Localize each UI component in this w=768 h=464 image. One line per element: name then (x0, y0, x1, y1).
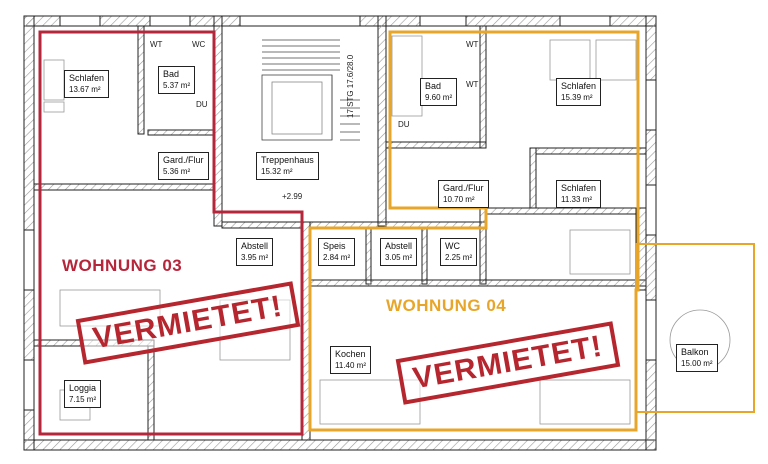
room-area: 9.60 m² (425, 93, 453, 102)
stair-annotation: 17 STG 17.6/28.0 (346, 54, 355, 118)
room-abstell-03: Abstell 3.95 m² (236, 238, 274, 266)
wt-label-right-2: WT (466, 80, 479, 89)
room-area: 2.84 m² (323, 253, 351, 262)
room-area: 7.15 m² (69, 395, 97, 404)
wt-label-right: WT (466, 40, 479, 49)
room-name: WC (445, 241, 460, 251)
room-area: 5.37 m² (163, 81, 191, 90)
room-bad-03: Bad 5.37 m² (158, 66, 196, 94)
room-schlafen-04b: Schlafen 11.33 m² (556, 180, 602, 208)
room-area: 11.33 m² (561, 195, 592, 204)
furniture (43, 35, 731, 425)
room-name: Kochen (335, 349, 366, 359)
wt-label: WT (150, 40, 163, 49)
wc-label: WC (192, 40, 206, 49)
room-name: Loggia (69, 383, 97, 393)
du-label-right: DU (398, 120, 410, 129)
room-area: 15.32 m² (261, 167, 293, 176)
room-area: 3.05 m² (385, 253, 413, 262)
room-bad-04: Bad 9.60 m² (420, 78, 458, 106)
room-area: 5.36 m² (163, 167, 191, 176)
unit-03-label: WOHNUNG 03 (62, 256, 183, 275)
room-name: Abstell (241, 241, 269, 251)
level-marker: +2.99 (282, 192, 303, 201)
room-kochen: Kochen 11.40 m² (330, 346, 371, 374)
room-name: Bad (425, 81, 442, 91)
room-name: Speis (323, 241, 346, 251)
room-area: 15.39 m² (561, 93, 593, 102)
room-area: 15.00 m² (681, 359, 713, 368)
room-name: Schlafen (561, 81, 597, 91)
unit-04-label: WOHNUNG 04 (386, 296, 507, 315)
room-gard-flur-04: Gard./Flur 10.70 m² (438, 180, 489, 208)
room-name: Schlafen (69, 73, 105, 83)
room-speis: Speis 2.84 m² (318, 238, 356, 266)
room-loggia: Loggia 7.15 m² (64, 380, 102, 408)
room-area: 10.70 m² (443, 195, 475, 204)
room-schlafen-03: Schlafen 13.67 m² (64, 70, 110, 98)
room-schlafen-04a: Schlafen 15.39 m² (556, 78, 602, 106)
unit-04-outline (308, 30, 640, 432)
room-area: 2.25 m² (445, 253, 473, 262)
room-name: Abstell (385, 241, 413, 251)
windows (23, 15, 657, 411)
room-name: Gard./Flur (163, 155, 204, 165)
room-name: Gard./Flur (443, 183, 484, 193)
staircase (261, 39, 360, 141)
room-balkon: Balkon 15.00 m² (676, 344, 718, 372)
room-wc: WC 2.25 m² (440, 238, 478, 266)
room-abstell-04: Abstell 3.05 m² (380, 238, 418, 266)
room-name: Balkon (681, 347, 709, 357)
room-name: Treppenhaus (261, 155, 314, 165)
room-gard-flur-03: Gard./Flur 5.36 m² (158, 152, 209, 180)
unit-03-outline (38, 30, 304, 436)
room-area: 11.40 m² (335, 361, 366, 370)
room-treppenhaus: Treppenhaus 15.32 m² (256, 152, 319, 180)
du-label: DU (196, 100, 208, 109)
room-area: 13.67 m² (69, 85, 101, 94)
room-name: Bad (163, 69, 180, 79)
room-name: Schlafen (561, 183, 597, 193)
room-area: 3.95 m² (241, 253, 269, 262)
